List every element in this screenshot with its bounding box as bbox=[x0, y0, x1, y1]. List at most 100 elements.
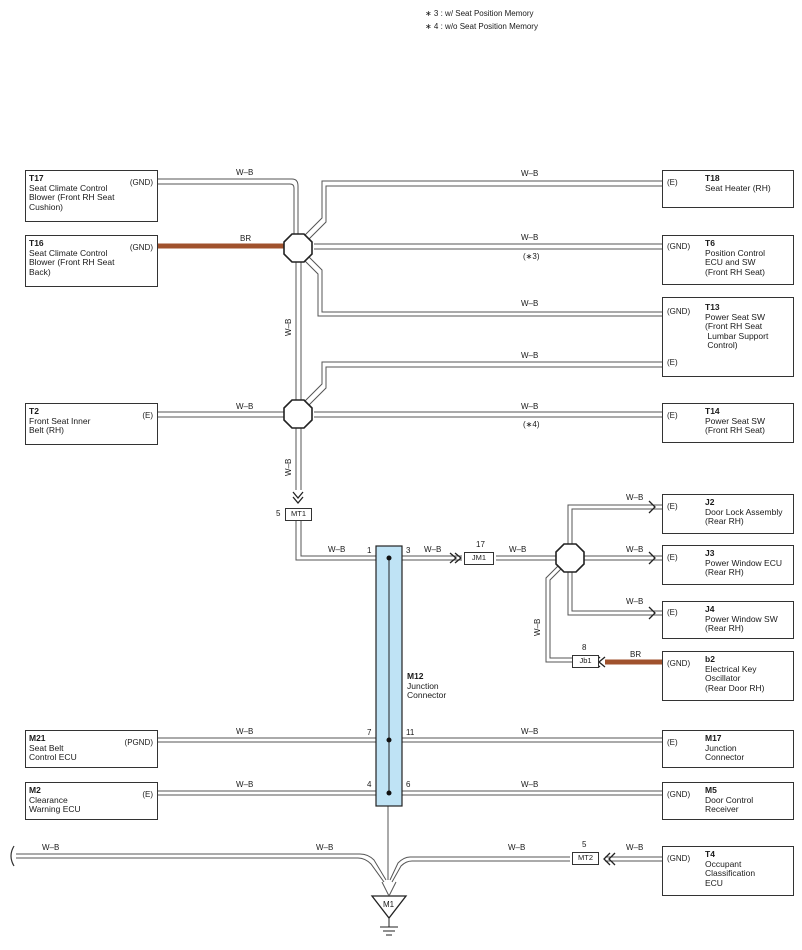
component-desc: Electrical Key Oscillator (Rear Door RH) bbox=[705, 663, 765, 693]
pin-number: 5 bbox=[582, 840, 587, 849]
component-code: T14 bbox=[705, 406, 720, 416]
wire-label: W–B bbox=[521, 233, 539, 242]
component-desc: Front Seat Inner Belt (RH) bbox=[29, 415, 91, 435]
component-desc: Position Control ECU and SW (Front RH Se… bbox=[705, 247, 766, 277]
wire-label: W–B bbox=[316, 843, 334, 852]
pin-label: (E) bbox=[142, 790, 153, 799]
wire-label: W–B bbox=[328, 545, 346, 554]
wire-label: W–B bbox=[626, 545, 644, 554]
component-code: J4 bbox=[705, 604, 715, 614]
pin-label: (E) bbox=[667, 553, 678, 562]
wire-label: W–B bbox=[236, 780, 254, 789]
pin-number: 3 bbox=[406, 546, 411, 555]
pin-label: (GND) bbox=[667, 659, 691, 668]
component-desc: Seat Belt Control ECU bbox=[29, 742, 77, 762]
component-desc: Power Seat SW (Front RH Seat Lumbar Supp… bbox=[705, 311, 769, 350]
component-desc: Occupant Classification ECU bbox=[705, 858, 756, 888]
pin-number: 11 bbox=[406, 728, 415, 737]
wire-label: W–B bbox=[508, 843, 526, 852]
pin-label: (GND) bbox=[667, 790, 691, 799]
pin-label: (E) bbox=[667, 608, 678, 617]
component-desc: Seat Heater (RH) bbox=[705, 182, 771, 193]
note-no-seat-memory: ∗ 4 : w/o Seat Position Memory bbox=[425, 22, 538, 31]
component-code: M5 bbox=[705, 785, 717, 795]
note-seat-memory: ∗ 3 : w/ Seat Position Memory bbox=[425, 9, 534, 18]
junction-M12-label: M12 Junction Connector bbox=[407, 671, 447, 701]
pin-number: 17 bbox=[476, 540, 485, 549]
component-code: M21 bbox=[29, 733, 46, 743]
component-code: b2 bbox=[705, 654, 715, 664]
connector-JM1: JM1 bbox=[464, 552, 494, 565]
wire-label-br: BR bbox=[240, 234, 252, 243]
pin-label: (E) bbox=[667, 178, 678, 187]
component-desc: Power Seat SW (Front RH Seat) bbox=[705, 415, 765, 435]
wire-label: W–B bbox=[521, 299, 539, 308]
component-desc: Power Window SW (Rear RH) bbox=[705, 613, 778, 633]
wire-label: W–B bbox=[626, 843, 644, 852]
component-code: T2 bbox=[29, 406, 39, 416]
wire-label: W–B bbox=[533, 618, 542, 636]
component-desc: Door Control Receiver bbox=[705, 794, 754, 814]
wire-label: W–B bbox=[236, 168, 254, 177]
connector-MT2: MT2 bbox=[572, 852, 599, 865]
component-code: J3 bbox=[705, 548, 715, 558]
wire-label: W–B bbox=[521, 402, 539, 411]
pin-label: (GND) bbox=[129, 243, 153, 252]
wire-label: W–B bbox=[521, 780, 539, 789]
pin-label: (PGND) bbox=[124, 738, 153, 747]
pin-label: (E) bbox=[667, 502, 678, 511]
component-desc: Door Lock Assembly (Rear RH) bbox=[705, 506, 783, 526]
pin-label: (GND) bbox=[667, 242, 691, 251]
wire-label: W–B bbox=[284, 318, 293, 336]
pin-label: (E) bbox=[667, 411, 678, 420]
component-code: M17 bbox=[705, 733, 722, 743]
pin-number: 6 bbox=[406, 780, 411, 789]
component-code: T6 bbox=[705, 238, 715, 248]
pin-label: (GND) bbox=[667, 307, 691, 316]
component-code: M12 bbox=[407, 671, 424, 681]
component-desc: Seat Climate Control Blower (Front RH Se… bbox=[29, 247, 115, 277]
wire-label: W–B bbox=[626, 493, 644, 502]
footnote-4: (∗4) bbox=[523, 420, 540, 429]
connector-MT1: MT1 bbox=[285, 508, 312, 521]
wire-label: W–B bbox=[236, 402, 254, 411]
component-code: T4 bbox=[705, 849, 715, 859]
component-code: T13 bbox=[705, 302, 720, 312]
component-code: T18 bbox=[705, 173, 720, 183]
component-desc: Junction Connector bbox=[705, 742, 745, 762]
pin-number: 8 bbox=[582, 643, 587, 652]
footnote-3: (∗3) bbox=[523, 252, 540, 261]
wire-label: W–B bbox=[424, 545, 442, 554]
ground-M1: M1 bbox=[383, 900, 395, 909]
wire-label: W–B bbox=[521, 351, 539, 360]
component-code: J2 bbox=[705, 497, 715, 507]
wire-label: W–B bbox=[42, 843, 60, 852]
pin-label: (E) bbox=[142, 411, 153, 420]
component-code: T17 bbox=[29, 173, 44, 183]
component-desc: Junction Connector bbox=[407, 680, 447, 700]
pin-label-secondary: (E) bbox=[667, 358, 678, 367]
wire-label: W–B bbox=[521, 727, 539, 736]
pin-number: 4 bbox=[367, 780, 372, 789]
wire-label: W–B bbox=[236, 727, 254, 736]
pin-label: (E) bbox=[667, 738, 678, 747]
wire-label: W–B bbox=[626, 597, 644, 606]
pin-number: 5 bbox=[276, 509, 281, 518]
wire-label: W–B bbox=[509, 545, 527, 554]
wire-label-br: BR bbox=[630, 650, 642, 659]
